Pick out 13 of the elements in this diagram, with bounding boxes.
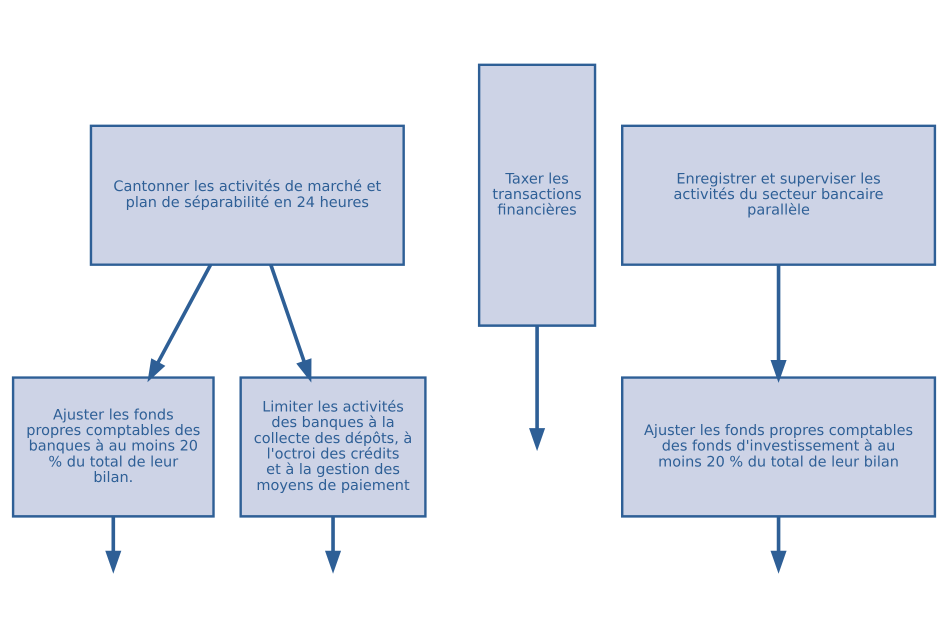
arrow [105,516,122,574]
node-box: Ajuster les fonds propres comptables des banques à au moins 20 % du total de leur bilan. [12,376,215,518]
arrow [325,516,342,574]
node-box: Ajuster les fonds propres comptables des fonds d'investissement à au moins 20 % du total de leur bilan [621,376,936,518]
arrow [147,264,212,382]
node-box: Taxer les transactions financières [478,64,596,327]
node-box: Limiter les activités des banques à la collecte des dépôts, à l'octroi des crédits et à la gestion des moyens de paiement [239,376,427,518]
node-box: Cantonner les activités de marché et plan de séparabilité en 24 heures [90,124,405,266]
arrow [529,326,546,452]
arrow [269,264,312,383]
arrow [770,264,787,383]
node-box: Enregistrer et superviser les activités du secteur bancaire parallèle [621,124,936,266]
arrow [770,516,787,574]
